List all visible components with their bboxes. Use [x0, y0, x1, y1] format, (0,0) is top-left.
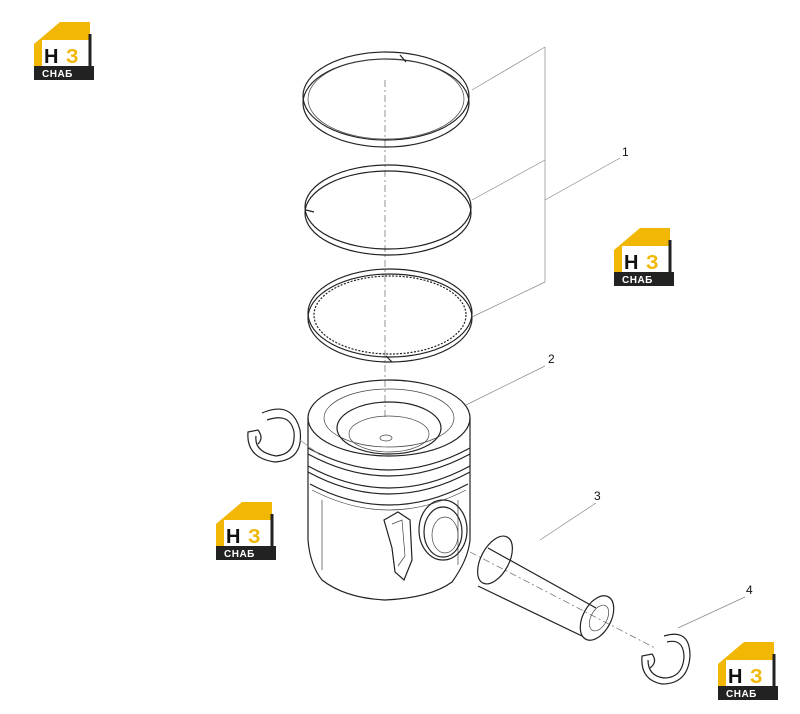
logo-letter-h: Н: [728, 666, 742, 688]
logo-center-left: Н З СНАБ: [214, 500, 278, 562]
pin-axis: [469, 551, 656, 649]
logo-caption: СНАБ: [726, 689, 757, 700]
callout-3-leader: [539, 502, 597, 541]
circlip-left: [247, 408, 302, 463]
logo-letter-h: Н: [44, 46, 58, 68]
callout-4: 4: [746, 583, 753, 597]
logo-top-left: Н З СНАБ: [32, 20, 96, 82]
piston-ring-middle: [304, 164, 472, 256]
logo-right: Н З СНАБ: [612, 226, 676, 288]
logo-letter-e: З: [750, 666, 763, 688]
callout-2: 2: [548, 352, 555, 366]
logo-bottom-right: Н З СНАБ: [716, 640, 780, 702]
logo-letter-e: З: [248, 526, 261, 548]
piston: [307, 379, 471, 601]
circlip-right: [641, 633, 691, 685]
logo-caption: СНАБ: [224, 549, 255, 560]
callout-4-leader: [677, 596, 746, 629]
logo-letter-e: З: [646, 252, 659, 274]
callout-2-leader: [465, 365, 546, 406]
oil-control-ring: [307, 268, 473, 363]
callout-1-leaders: [471, 46, 621, 318]
callout-1: 1: [622, 145, 629, 159]
logo-letter-h: Н: [226, 526, 240, 548]
piston-ring-top: [302, 51, 470, 148]
logo-letter-e: З: [66, 46, 79, 68]
circlip-left-axis: [299, 439, 321, 456]
logo-letter-h: Н: [624, 252, 638, 274]
logo-caption: СНАБ: [622, 275, 653, 286]
logo-caption: СНАБ: [42, 69, 73, 80]
piston-pin: [477, 535, 615, 641]
callout-3: 3: [594, 489, 601, 503]
